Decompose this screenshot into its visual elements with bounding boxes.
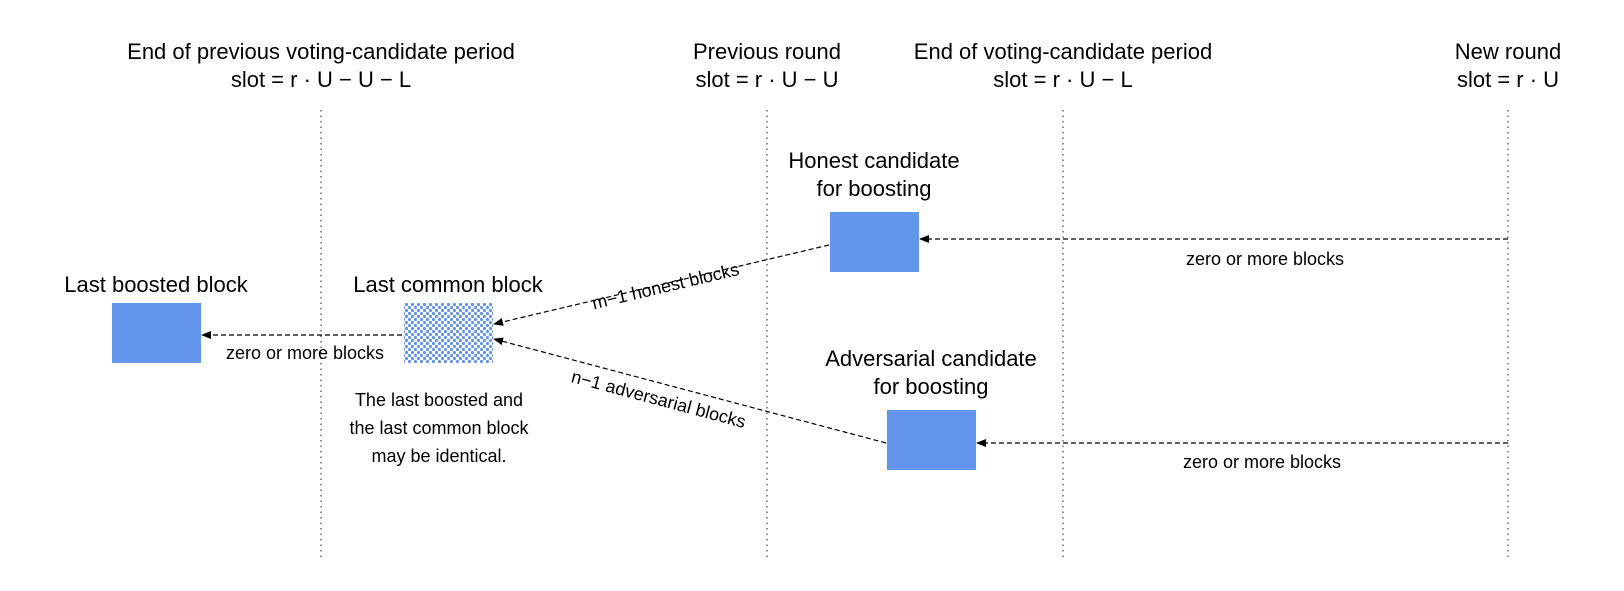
arrow-adversarial-to-common <box>493 337 887 444</box>
edge-label-newround-to-adversarial: zero or more blocks <box>1183 452 1341 472</box>
header-prev-round-slot: slot = r · U − U <box>695 67 838 92</box>
header-new-round-slot: slot = r · U <box>1457 67 1559 92</box>
edge-label-honest-to-common: m−1 honest blocks <box>590 259 741 313</box>
header-prev-round-title: Previous round <box>693 39 841 64</box>
note-line1: The last boosted and <box>355 390 523 410</box>
adversarial-candidate-block <box>887 410 976 470</box>
edge-label-newround-to-honest: zero or more blocks <box>1186 249 1344 269</box>
header-prev-period-end-title: End of previous voting-candidate period <box>127 39 515 64</box>
header-period-end-slot: slot = r · U − L <box>993 67 1132 92</box>
adversarial-candidate-title-line1: Adversarial candidate <box>825 346 1037 371</box>
note-line2: the last common block <box>349 418 529 438</box>
header-new-round-title: New round <box>1455 39 1561 64</box>
honest-candidate-title-line1: Honest candidate <box>788 148 959 173</box>
adversarial-candidate-title-line2: for boosting <box>874 374 989 399</box>
honest-candidate-title-line2: for boosting <box>817 176 932 201</box>
last-common-block <box>404 303 493 363</box>
last-boosted-block-title: Last boosted block <box>64 272 248 297</box>
header-prev-period-end-slot: slot = r · U − U − L <box>231 67 411 92</box>
last-common-block-title: Last common block <box>353 272 544 297</box>
note-line3: may be identical. <box>371 446 506 466</box>
honest-candidate-block <box>830 212 919 272</box>
arrow-honest-to-common <box>493 244 830 326</box>
last-boosted-block <box>112 303 201 363</box>
edge-label-common-to-boosted: zero or more blocks <box>226 343 384 363</box>
header-period-end-title: End of voting-candidate period <box>914 39 1212 64</box>
